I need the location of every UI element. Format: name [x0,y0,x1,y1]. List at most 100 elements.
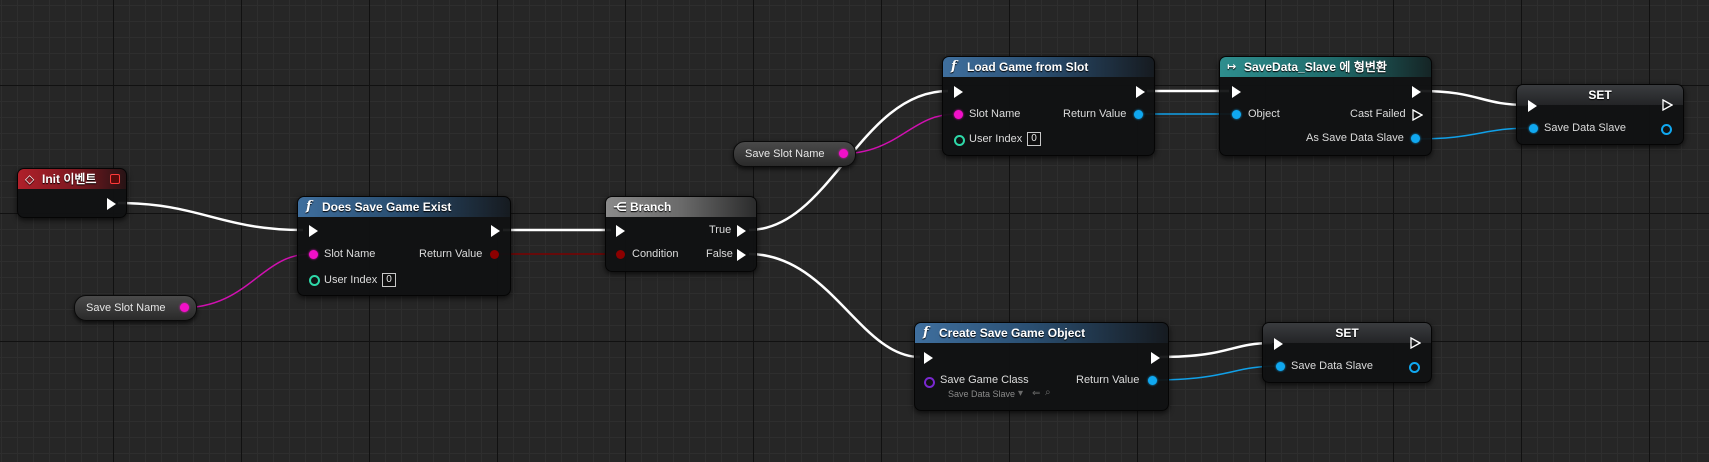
cast-exec-in-pin[interactable] [1232,86,1241,98]
set-bottom-exec-out-pin[interactable] [1410,337,1421,349]
cast-failed-exec-pin[interactable] [1412,109,1423,121]
set-bottom-save-data-slave-label: Save Data Slave [1291,360,1373,372]
load-game-from-slot-title: Load Game from Slot [967,60,1089,74]
event-delegate-square-icon[interactable] [110,174,120,184]
load-slot-name-label: Slot Name [969,108,1021,120]
branch-title: Branch [630,200,672,214]
load-slot-name-pin[interactable] [954,110,963,119]
save-slot-name-variable-top-label: Save Slot Name [745,148,825,160]
init-event-node[interactable]: ◇ Init 이벤트 [17,168,127,218]
exist-exec-in-pin[interactable] [309,225,318,237]
branch-exec-in-pin[interactable] [616,225,625,237]
branch-true-exec-pin[interactable] [737,225,746,237]
init-event-header[interactable]: ◇ Init 이벤트 [18,169,126,189]
set-bottom-exec-in-pin[interactable] [1274,338,1283,350]
exist-user-index-label: User Index [324,274,378,286]
branch-condition-label: Condition [632,248,679,260]
function-f-icon: f [923,325,929,340]
set-top-save-data-slave-label: Save Data Slave [1544,122,1626,134]
exist-exec-out-pin[interactable] [491,225,500,237]
cast-header[interactable]: ↦ SaveData_Slave 에 형변환 [1220,57,1431,77]
exist-return-value-label: Return Value [419,248,483,260]
exist-user-index-input[interactable]: 0 [382,273,396,287]
save-slot-name-variable-top[interactable]: Save Slot Name [733,141,856,167]
browse-asset-search-icon[interactable]: ⌕ [1045,387,1051,398]
create-save-game-class-pin[interactable] [924,377,935,388]
set-save-data-slave-bottom-node[interactable]: SET Save Data Slave [1262,322,1432,383]
set-save-data-slave-top-node[interactable]: SET Save Data Slave [1516,84,1684,145]
create-exec-out-pin[interactable] [1151,352,1160,364]
exec-wire-false-to-create [748,252,921,359]
save-slot-name-left-out-pin[interactable] [180,303,189,312]
exec-wire-init-to-exist [117,201,304,232]
load-game-from-slot-header[interactable]: f Load Game from Slot [943,57,1154,77]
function-f-icon: f [306,199,312,214]
create-save-game-object-title: Create Save Game Object [939,326,1086,340]
exist-slot-name-label: Slot Name [324,248,376,260]
branch-node[interactable]: ⋲ Branch True Condition False [605,196,757,272]
set-top-save-data-slave-out-pin[interactable] [1661,124,1672,135]
cast-exec-out-pin[interactable] [1412,86,1421,98]
load-game-from-slot-node[interactable]: f Load Game from Slot Slot Name Return V… [942,56,1155,156]
set-bottom-save-data-slave-out-pin[interactable] [1409,362,1420,373]
save-slot-name-top-out-pin[interactable] [839,149,848,158]
create-save-game-object-header[interactable]: f Create Save Game Object [915,323,1168,343]
set-bottom-header[interactable]: SET [1263,323,1431,343]
load-user-index-pin[interactable] [954,135,965,146]
set-top-title: SET [1588,88,1612,102]
save-slot-name-variable-left-label: Save Slot Name [86,302,166,314]
init-event-exec-out-pin[interactable] [107,198,116,210]
function-f-icon: f [951,59,957,74]
use-selected-asset-arrow-icon[interactable]: ⇐ [1032,388,1041,399]
chevron-down-icon[interactable]: ▾ [1018,388,1024,399]
set-top-header[interactable]: SET [1517,85,1683,105]
branch-icon: ⋲ [613,200,627,214]
load-return-value-label: Return Value [1063,108,1127,120]
exist-slot-name-pin[interactable] [309,250,318,259]
create-save-game-class-label: Save Game Class [940,374,1029,386]
cast-to-savedata-slave-node[interactable]: ↦ SaveData_Slave 에 형변환 Object Cast Faile… [1219,56,1432,156]
branch-true-label: True [709,224,732,236]
load-exec-out-pin[interactable] [1136,86,1145,98]
load-user-index-input[interactable]: 0 [1027,132,1041,146]
does-save-game-exist-node[interactable]: f Does Save Game Exist Slot Name Return … [297,196,511,296]
cast-arrow-icon: ↦ [1227,60,1237,73]
exec-wire-cast-to-set-top [1419,89,1528,107]
set-bottom-save-data-slave-in-pin[interactable] [1276,362,1285,371]
cast-object-pin[interactable] [1232,110,1241,119]
cast-as-save-data-slave-pin[interactable] [1411,134,1420,143]
create-return-value-pin[interactable] [1148,376,1157,385]
set-bottom-title: SET [1335,326,1359,340]
branch-condition-pin[interactable] [616,250,625,259]
set-top-save-data-slave-in-pin[interactable] [1529,124,1538,133]
string-wire-slot-to-load [837,113,957,155]
does-save-game-exist-title: Does Save Game Exist [322,200,452,214]
exec-wire-create-to-set-bottom [1159,341,1273,359]
load-return-value-pin[interactable] [1134,110,1143,119]
event-diamond-icon: ◇ [25,172,35,186]
create-save-game-object-node[interactable]: f Create Save Game Object Save Game Clas… [914,322,1169,411]
cast-object-label: Object [1248,108,1280,120]
set-top-exec-in-pin[interactable] [1528,100,1537,112]
exist-return-value-pin[interactable] [490,250,499,259]
set-top-exec-out-pin[interactable] [1662,99,1673,111]
branch-false-exec-pin[interactable] [737,249,746,261]
object-wire-create-to-set-bottom [1151,365,1281,381]
create-return-value-label: Return Value [1076,374,1140,386]
branch-false-label: False [706,248,733,260]
exist-user-index-pin[interactable] [309,275,320,286]
load-exec-in-pin[interactable] [954,86,963,98]
save-slot-name-variable-left[interactable]: Save Slot Name [74,295,197,321]
save-game-class-dropdown[interactable]: Save Data Slave [948,389,1016,399]
cast-failed-label: Cast Failed [1350,108,1406,120]
branch-header[interactable]: ⋲ Branch [606,197,756,217]
load-user-index-label: User Index [969,133,1023,145]
cast-title: SaveData_Slave 에 형변환 [1244,60,1387,74]
string-wire-slot-to-exist [179,253,312,309]
create-exec-in-pin[interactable] [924,352,933,364]
init-event-title: Init 이벤트 [42,172,97,186]
cast-as-save-data-slave-label: As Save Data Slave [1306,132,1404,144]
does-save-game-exist-header[interactable]: f Does Save Game Exist [298,197,510,217]
